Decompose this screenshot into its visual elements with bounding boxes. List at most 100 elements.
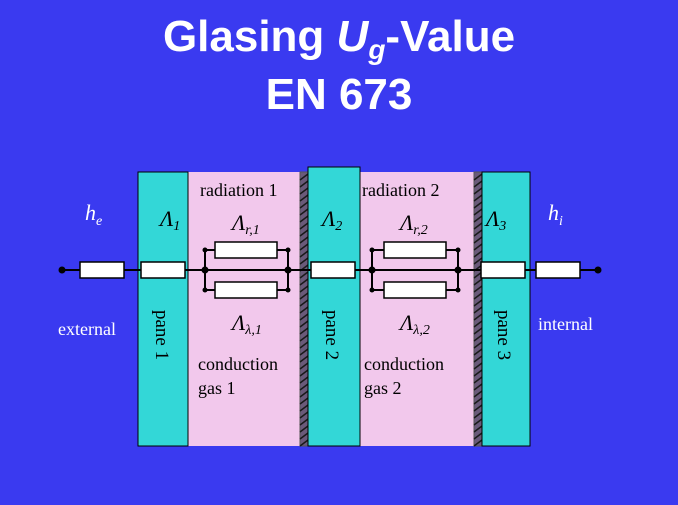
hatch-mark	[299, 229, 309, 237]
hatch-mark	[473, 306, 483, 314]
hatch-mark	[299, 362, 309, 370]
hatch-mark	[299, 257, 309, 265]
slide-title: Glasing Ug-Value	[0, 12, 678, 65]
hatch-mark	[473, 180, 483, 188]
hatch-mark	[473, 390, 483, 398]
title-text: Glasing	[162, 12, 337, 61]
pane-1	[137, 171, 189, 447]
label-conduction-1: conduction	[198, 354, 278, 374]
hatch-mark	[473, 201, 483, 209]
hatch-mark	[473, 327, 483, 335]
label-external: external	[58, 319, 116, 339]
lambda-conduction-1: Λλ,1	[230, 310, 262, 338]
gap-1	[188, 172, 302, 446]
hatch-mark	[299, 327, 309, 335]
hatch-mark	[473, 404, 483, 412]
hatch-mark	[299, 397, 309, 405]
hatch-mark	[473, 320, 483, 328]
hatch-mark	[299, 201, 309, 209]
hatch-mark	[473, 292, 483, 300]
hatch-mark	[473, 229, 483, 237]
hatch-mark	[473, 411, 483, 419]
resistor-radiation-1	[214, 241, 278, 259]
label-gas-2: gas 2	[364, 378, 402, 398]
hatch-mark	[299, 383, 309, 391]
resistor-conduction-1	[214, 281, 278, 299]
hatch-mark	[299, 334, 309, 342]
hatch-mark	[299, 208, 309, 216]
hatch-mark	[299, 411, 309, 419]
hatch-mark	[299, 215, 309, 223]
hatch-mark	[299, 439, 309, 447]
lambda-pane-1: Λ1	[158, 206, 180, 234]
hatch-mark	[299, 285, 309, 293]
label-gas-1: gas 1	[198, 378, 236, 398]
label-radiation-1: radiation 1	[200, 180, 277, 200]
hatch-mark	[299, 243, 309, 251]
title-variable: U	[336, 12, 369, 61]
hatch-mark	[299, 306, 309, 314]
hatch-mark	[299, 194, 309, 202]
hatch-mark	[299, 271, 309, 279]
hatch-mark	[473, 243, 483, 251]
resistor-radiation-2	[383, 241, 447, 259]
hatch-mark	[473, 313, 483, 321]
hatch-mark	[299, 222, 309, 230]
hatch-mark	[299, 418, 309, 426]
hatch-mark	[299, 432, 309, 440]
hatch-mark	[299, 180, 309, 188]
hatch-mark	[473, 222, 483, 230]
gap-2	[360, 172, 474, 446]
slide-subtitle: EN 673	[265, 70, 413, 119]
hatch-mark	[473, 236, 483, 244]
resistor-pane-1	[140, 261, 186, 279]
hatch-mark	[473, 432, 483, 440]
label-hi: hi	[548, 200, 563, 229]
hatch-mark	[299, 390, 309, 398]
hatch-mark	[473, 215, 483, 223]
label-conduction-2: conduction	[364, 354, 444, 374]
hatch-mark	[473, 173, 483, 181]
label-pane-2: pane 2	[321, 310, 342, 360]
label-internal: internal	[538, 314, 593, 334]
hatch-mark	[299, 278, 309, 286]
lambda-radiation-2: Λr,2	[398, 210, 428, 238]
hatch-mark	[299, 355, 309, 363]
resistor-conduction-2	[383, 281, 447, 299]
hatch-mark	[473, 187, 483, 195]
hatch-mark	[299, 320, 309, 328]
hatch-mark	[299, 313, 309, 321]
hatch-mark	[473, 250, 483, 258]
resistor-internal	[535, 261, 581, 279]
pane-3	[481, 171, 531, 447]
hatch-mark	[473, 383, 483, 391]
title-subscript: g	[368, 34, 386, 65]
hatch-mark	[299, 292, 309, 300]
lambda-radiation-1: Λr,1	[230, 210, 260, 238]
hatch-mark	[473, 418, 483, 426]
hatch-mark	[473, 348, 483, 356]
hatch-mark	[473, 425, 483, 433]
hatch-mark	[299, 299, 309, 307]
hatch-mark	[473, 299, 483, 307]
hatch-mark	[473, 369, 483, 377]
label-pane-1: pane 1	[151, 310, 172, 360]
resistor-external	[79, 261, 125, 279]
label-pane-3: pane 3	[493, 310, 514, 360]
hatch-mark	[299, 348, 309, 356]
lambda-pane-3: Λ3	[484, 206, 506, 234]
hatch-mark	[299, 341, 309, 349]
hatch-mark	[299, 376, 309, 384]
hatch-mark	[299, 404, 309, 412]
hatch-mark	[473, 355, 483, 363]
hatch-mark	[473, 285, 483, 293]
circuit-nodes	[58, 247, 602, 293]
hatch-mark	[473, 334, 483, 342]
label-radiation-2: radiation 2	[362, 180, 439, 200]
label-he: he	[85, 200, 102, 229]
hatch-mark	[473, 376, 483, 384]
hatch-mark	[473, 439, 483, 447]
hatch-mark	[299, 187, 309, 195]
hatch-mark	[299, 369, 309, 377]
